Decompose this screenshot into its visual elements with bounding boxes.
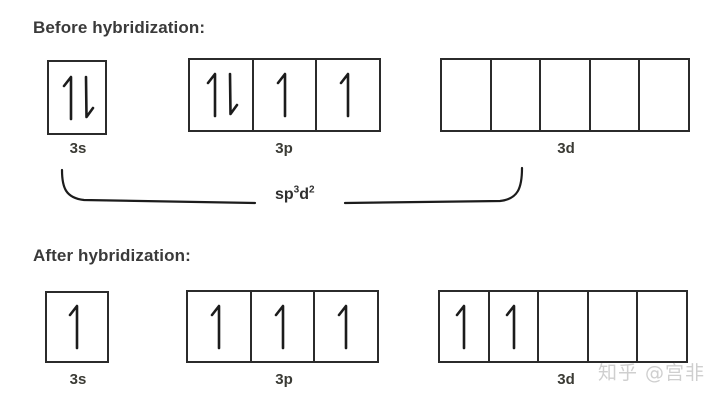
hybrid-p-exponent: 3 — [293, 184, 300, 196]
hybrid-d-exponent: 2 — [309, 184, 315, 196]
electron-single-up-icon — [188, 292, 250, 361]
orbital-cell-before-3d-5[interactable] — [638, 58, 690, 132]
orbital-group-after-3p — [186, 290, 379, 363]
before-hybridization-title: Before hybridization: — [33, 18, 206, 37]
electron-pair-up-down-icon — [190, 60, 252, 130]
sublevel-label-after-3s: 3s — [69, 371, 87, 388]
orbital-cell-before-3p-1[interactable] — [188, 58, 254, 132]
sublevel-label-before-3d: 3d — [557, 140, 575, 157]
electron-single-up-icon — [317, 60, 379, 130]
orbital-cell-before-3p-3[interactable] — [315, 58, 381, 132]
hybridization-label: sp3d2 — [275, 184, 315, 204]
orbital-cell-before-3d-3[interactable] — [539, 58, 591, 132]
orbital-group-before-3d — [440, 58, 690, 132]
electron-single-up-icon — [490, 292, 538, 361]
orbital-cell-after-3d-2[interactable] — [487, 290, 540, 363]
orbital-cell-after-3p-2[interactable] — [249, 290, 316, 363]
orbital-cell-before-3d-4[interactable] — [588, 58, 641, 132]
hybridization-brace — [60, 166, 524, 205]
electron-single-up-icon — [47, 293, 107, 361]
after-hybridization-title: After hybridization: — [33, 246, 191, 265]
electron-pair-up-down-icon — [49, 62, 105, 133]
orbital-group-before-3s — [47, 60, 107, 135]
orbital-group-after-3s — [45, 291, 109, 363]
orbital-cell-after-3p-3[interactable] — [313, 290, 379, 363]
sublevel-label-after-3d: 3d — [557, 371, 575, 388]
hybrid-d-base: d — [299, 186, 310, 203]
orbital-cell-after-3d-3[interactable] — [537, 290, 589, 363]
orbital-cell-before-3p-2[interactable] — [251, 58, 318, 132]
orbital-cell-after-3s-1[interactable] — [45, 291, 109, 363]
orbital-cell-after-3d-4[interactable] — [586, 290, 639, 363]
electron-single-up-icon — [252, 292, 314, 361]
sublevel-label-before-3s: 3s — [69, 140, 87, 157]
electron-single-up-icon — [440, 292, 488, 361]
orbital-group-before-3p — [188, 58, 381, 132]
sublevel-label-before-3p: 3p — [275, 140, 293, 157]
orbital-cell-after-3d-1[interactable] — [438, 290, 490, 363]
hybrid-base: sp — [275, 186, 294, 203]
electron-single-up-icon — [254, 60, 316, 130]
watermark-text: 知乎 @宫非 — [598, 362, 706, 384]
orbital-cell-after-3d-5[interactable] — [636, 290, 688, 363]
orbital-cell-after-3p-1[interactable] — [186, 290, 252, 363]
orbital-cell-before-3d-1[interactable] — [440, 58, 492, 132]
orbital-cell-before-3s-1[interactable] — [47, 60, 107, 135]
electron-single-up-icon — [315, 292, 377, 361]
orbital-group-after-3d — [438, 290, 688, 363]
sublevel-label-after-3p: 3p — [275, 371, 293, 388]
orbital-cell-before-3d-2[interactable] — [489, 58, 542, 132]
